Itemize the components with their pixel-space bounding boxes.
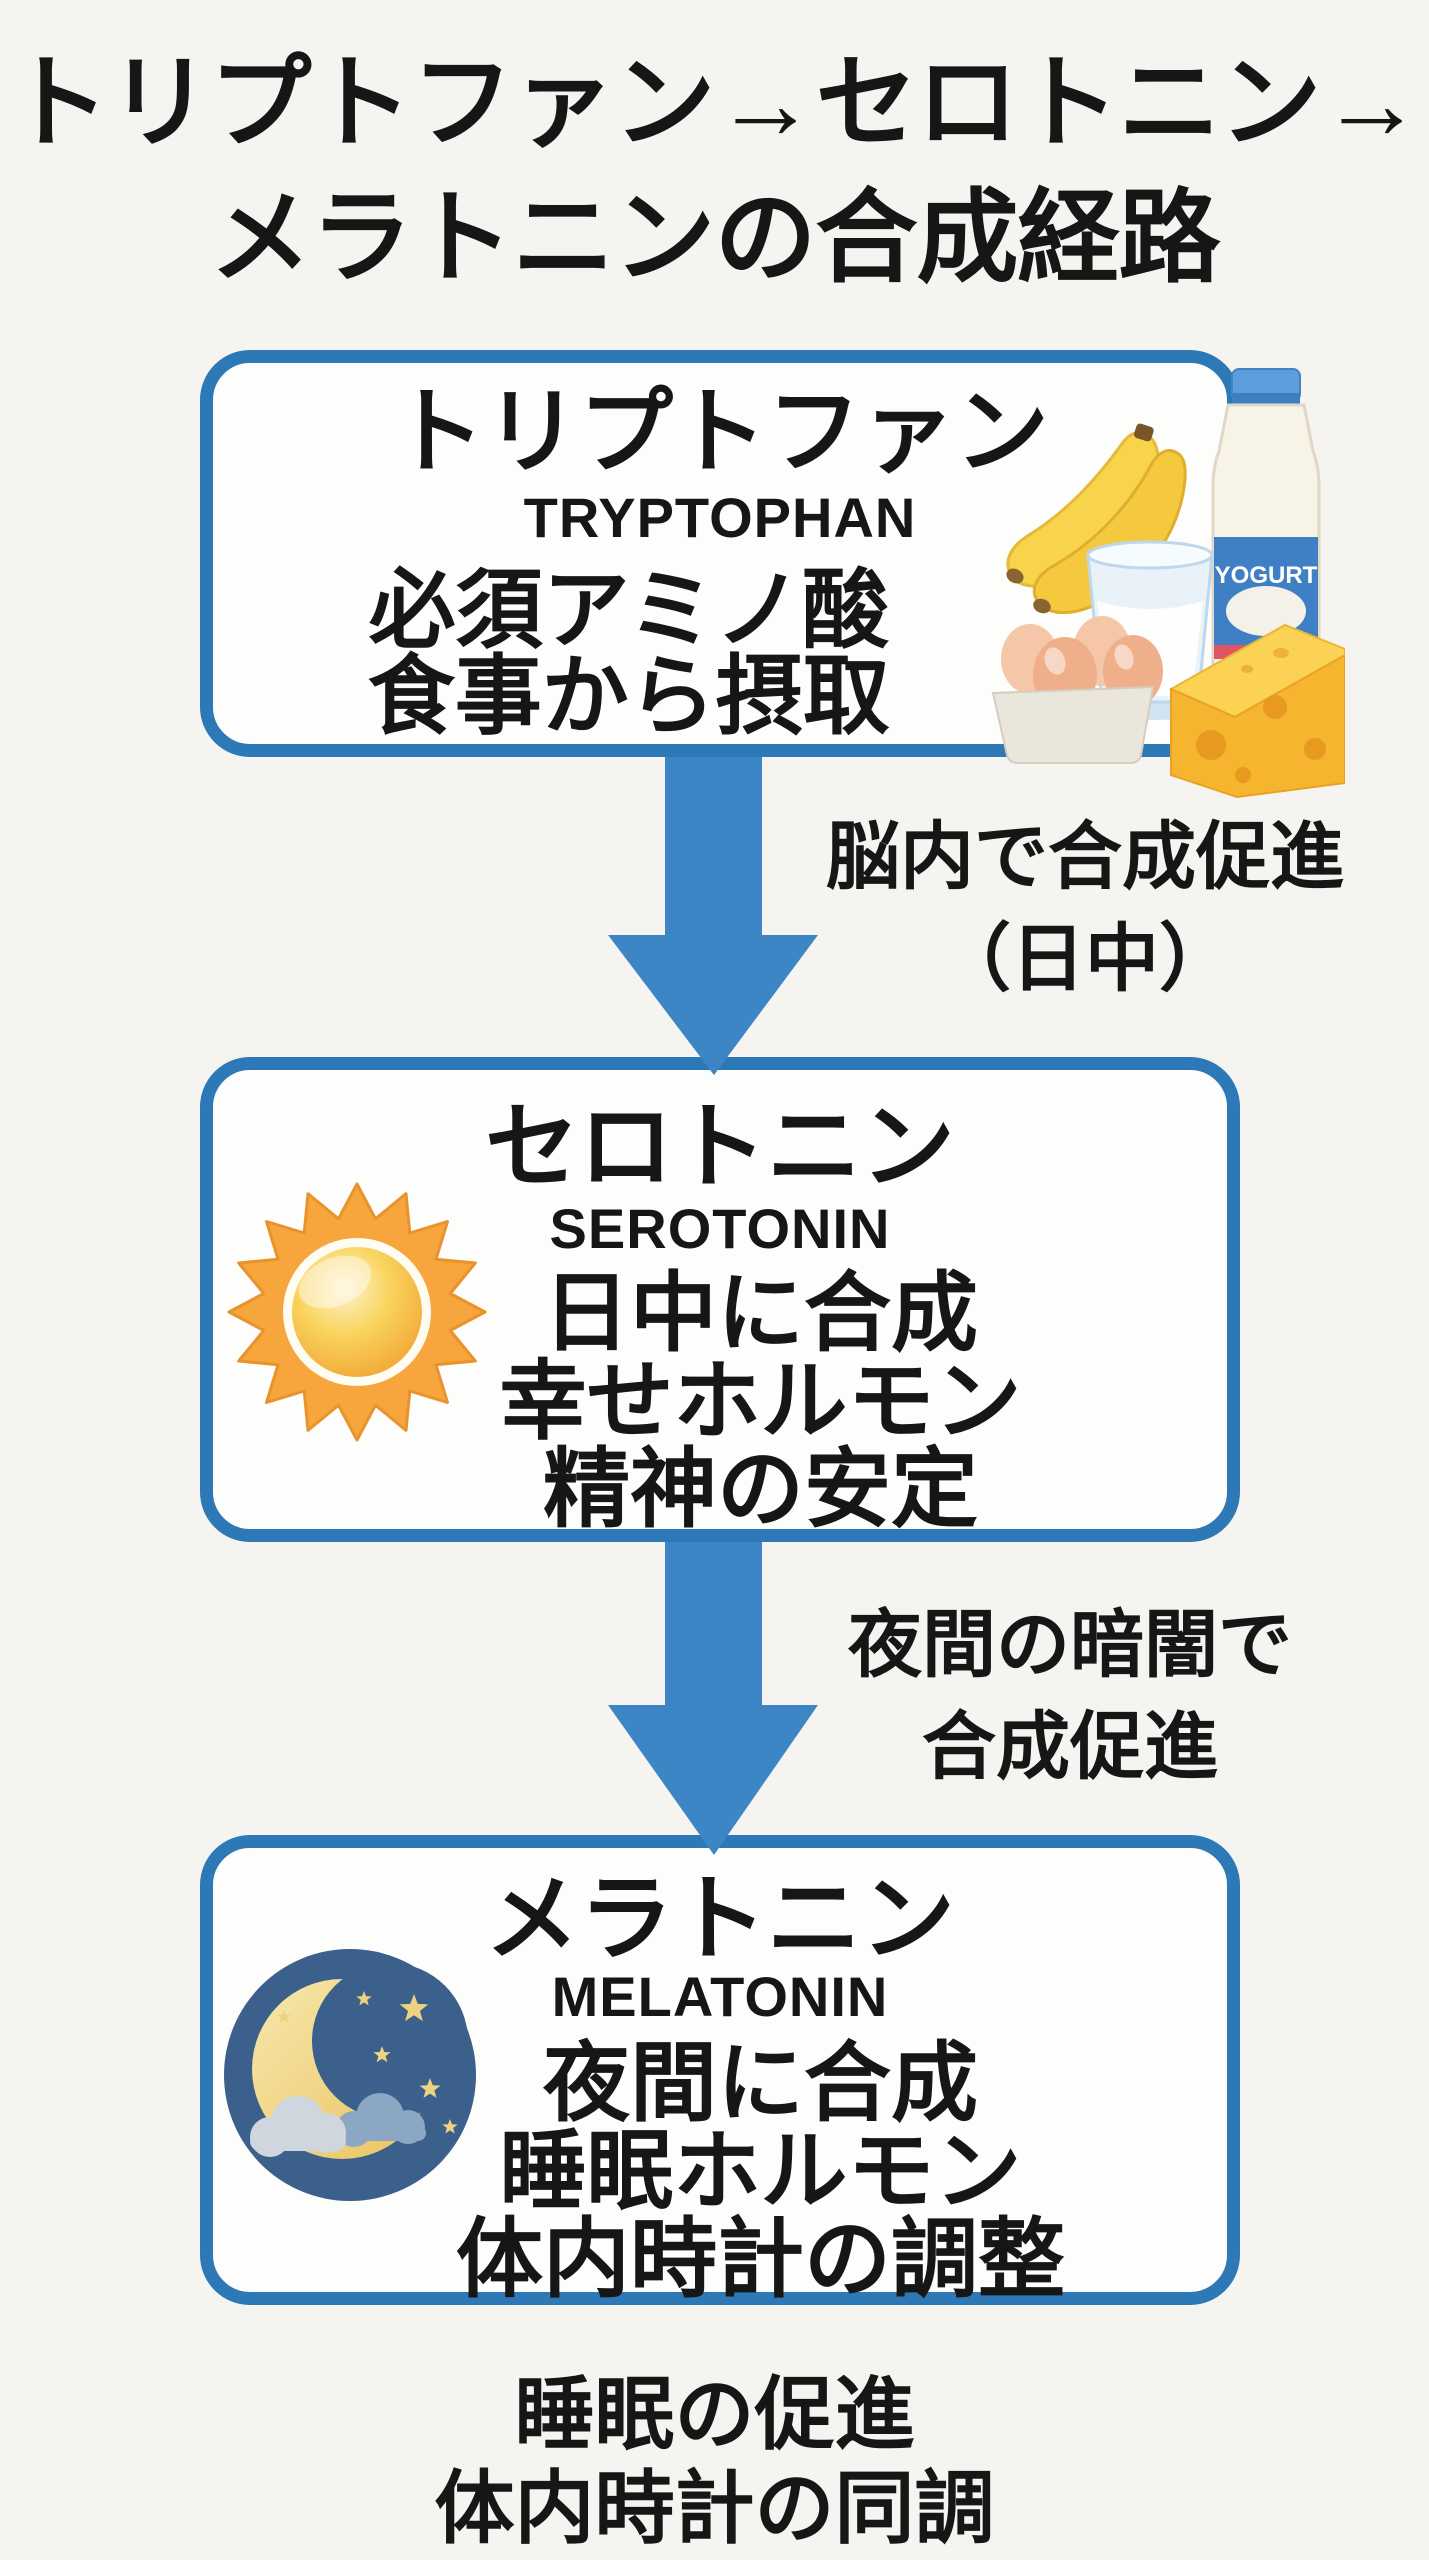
tryptophan-line1: 必須アミノ酸 [368,562,889,659]
tryptophan-line2: 食事から摂取 [367,648,890,745]
page-title: トリプトファン→セロトニン→ メラトニンの合成経路 [0,36,1429,305]
arrow1-label-line2: （日中） [937,917,1233,1001]
page-title-line2: メラトニンの合成経路 [209,180,1221,295]
tryptophan-heading-en: TRYPTOPHAN [523,486,917,549]
night-moon-icon [224,1949,476,2201]
footer-text: 睡眠の促進 体内時計の同調 [0,2368,1429,2555]
melatonin-box: メラトニン MELATONIN 夜間に合成 睡眠ホルモン 体内時計の調整 [200,1835,1240,2305]
arrow2-label-line1: 夜間の暗闇で [848,1603,1292,1686]
cheese-icon [1168,623,1345,799]
serotonin-line3: 精神の安定 [543,1441,979,1538]
page-title-line1: トリプトファン→セロトニン→ [7,46,1423,160]
yogurt-label: YOGURT [1215,562,1318,589]
melatonin-line2: 睡眠ホルモン [499,2123,1022,2220]
arrow2-label-line2: 合成促進 [922,1705,1218,1789]
serotonin-heading-ja: セロトニン [484,1094,955,1199]
serotonin-box: セロトニン SEROTONIN 日中に合成 幸せホルモン 精神の安定 [200,1057,1240,1542]
arrow1-label: 脳内で合成促進 （日中） [795,806,1375,1010]
banana-icon [1006,423,1187,615]
melatonin-heading-en: MELATONIN [551,1965,889,2028]
cloud-front-icon [250,2096,346,2157]
melatonin-heading-ja: メラトニン [484,1866,955,1971]
tryptophan-foods-illustration: YOGURT [991,368,1345,799]
down-arrow-2-icon [608,1542,818,1855]
melatonin-line3: 体内時計の調整 [456,2211,1066,2308]
tryptophan-heading-ja: トリプトファン [390,379,1049,484]
serotonin-line1: 日中に合成 [543,1265,979,1362]
arrow1-label-line1: 脳内で合成促進 [826,815,1344,898]
serotonin-heading-en: SEROTONIN [549,1197,891,1260]
footer-line1: 睡眠の促進 [514,2370,915,2459]
melatonin-line1: 夜間に合成 [543,2035,979,2132]
down-arrow-1-icon [608,757,818,1075]
sun-icon [227,1182,487,1442]
arrow2-label: 夜間の暗闇で 合成促進 [780,1594,1360,1798]
egg-carton-icon [991,616,1163,764]
serotonin-line2: 幸せホルモン [499,1353,1022,1450]
footer-line2: 体内時計の同調 [434,2463,995,2553]
